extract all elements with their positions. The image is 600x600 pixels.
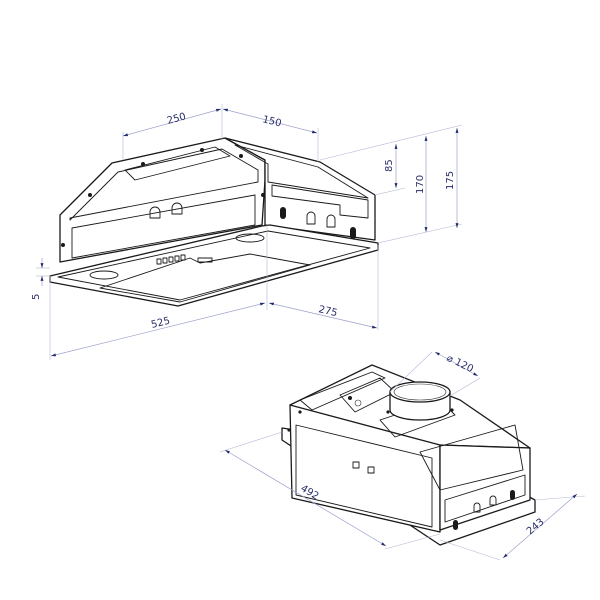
screw-icon (348, 396, 352, 400)
screw-icon (88, 193, 92, 197)
dim-label-275: 275 (317, 304, 338, 319)
dim-label-outlet-diameter: ⌀ 120 (445, 353, 475, 375)
screw-icon (141, 162, 145, 166)
dim-label-150: 150 (261, 114, 282, 129)
dim-label-243: 243 (525, 517, 547, 538)
dim-label-85: 85 (384, 159, 395, 172)
dim-label-5: 5 (31, 294, 42, 300)
display-icon (197, 257, 213, 263)
dim-label-175: 175 (445, 171, 456, 190)
mounting-slot-icon (453, 520, 458, 530)
filter-clip-icon (89, 270, 119, 280)
mounting-slot-icon (350, 227, 356, 239)
dim-label-170: 170 (415, 175, 426, 194)
filter-clip-icon (235, 233, 265, 243)
dim-label-525: 525 (150, 316, 171, 331)
top-vent-panel (419, 424, 524, 491)
mounting-slot-icon (306, 211, 316, 225)
mounting-slot-icon (171, 202, 183, 215)
hood-bottom-view: 250 150 85 170 175 5 525 275 (31, 104, 463, 360)
hood-top-view: ⌀ 120 492 243 (219, 351, 586, 561)
dim-label-250: 250 (166, 111, 187, 127)
air-outlet-collar (386, 381, 454, 421)
screw-icon (239, 154, 243, 158)
dimension-lines-bottom-view: 250 150 85 170 175 5 525 275 (31, 104, 463, 360)
mounting-slot-icon (280, 207, 286, 219)
control-panel-buttons (156, 254, 186, 265)
mounting-slot-icon (149, 206, 161, 219)
hood-body-upper (59, 137, 376, 263)
mounting-slot-icon (326, 214, 336, 228)
screw-icon (200, 148, 204, 152)
screw-icon (61, 243, 65, 247)
mounting-slot-icon (510, 490, 515, 500)
screw-icon (261, 193, 265, 197)
